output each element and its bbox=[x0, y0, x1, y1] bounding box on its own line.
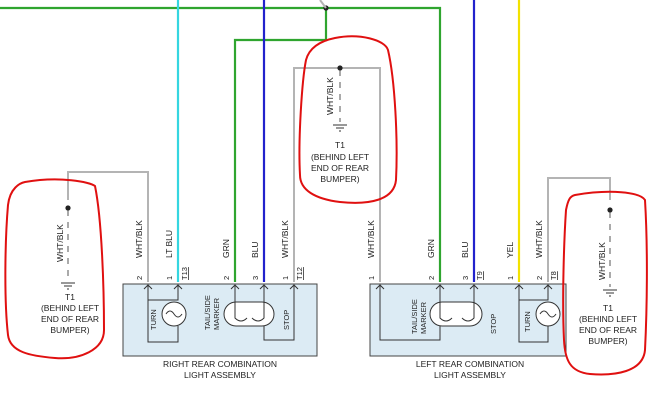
tail-stop-bulb-icon bbox=[223, 301, 275, 327]
svg-text:LT BLU: LT BLU bbox=[164, 230, 174, 258]
svg-text:TURN: TURN bbox=[149, 309, 158, 330]
green-wire-main bbox=[0, 6, 442, 282]
svg-text:LEFT REAR COMBINATION: LEFT REAR COMBINATION bbox=[416, 359, 524, 369]
svg-text:WHT/BLK: WHT/BLK bbox=[55, 224, 65, 262]
svg-text:END OF REAR: END OF REAR bbox=[41, 314, 99, 324]
svg-text:BUMPER): BUMPER) bbox=[588, 336, 627, 346]
wire-labels: WHT/BLK LT BLU GRN BLU WHT/BLK WHT/BLK G… bbox=[134, 220, 544, 258]
svg-text:END OF REAR: END OF REAR bbox=[579, 325, 637, 335]
wht-blk-right-wire bbox=[547, 177, 611, 282]
svg-text:2: 2 bbox=[535, 276, 544, 280]
ground-center: WHT/BLK T1 (BEHIND LEFT END OF REAR BUMP… bbox=[311, 65, 369, 184]
svg-text:1: 1 bbox=[281, 276, 290, 280]
svg-text:(BEHIND LEFT: (BEHIND LEFT bbox=[311, 152, 369, 162]
svg-text:BUMPER): BUMPER) bbox=[320, 174, 359, 184]
svg-text:MARKER: MARKER bbox=[419, 301, 428, 334]
left-rear-assembly: TAIL/SIDE MARKER STOP TURN LEFT REAR COM… bbox=[369, 283, 567, 380]
svg-text:WHT/BLK: WHT/BLK bbox=[534, 220, 544, 258]
svg-text:RIGHT REAR COMBINATION: RIGHT REAR COMBINATION bbox=[163, 359, 277, 369]
right-rear-assembly: TURN TAIL/SIDE MARKER STOP RIGHT REAR CO… bbox=[122, 283, 318, 380]
svg-text:T9: T9 bbox=[475, 271, 484, 280]
svg-text:T1: T1 bbox=[335, 140, 345, 150]
green-wire-right-branch bbox=[233, 8, 328, 282]
svg-text:1: 1 bbox=[367, 276, 376, 280]
svg-text:WHT/BLK: WHT/BLK bbox=[366, 220, 376, 258]
svg-text:BLU: BLU bbox=[460, 241, 470, 258]
svg-text:GRN: GRN bbox=[221, 239, 231, 258]
svg-text:END OF REAR: END OF REAR bbox=[311, 163, 369, 173]
svg-text:T1: T1 bbox=[603, 303, 613, 313]
svg-text:WHT/BLK: WHT/BLK bbox=[325, 77, 335, 115]
svg-text:TAIL/SIDE: TAIL/SIDE bbox=[203, 295, 212, 330]
svg-text:TURN: TURN bbox=[523, 311, 532, 332]
svg-text:LIGHT ASSEMBLY: LIGHT ASSEMBLY bbox=[434, 370, 506, 380]
wht-blk-left-wire bbox=[67, 171, 149, 282]
svg-text:1: 1 bbox=[165, 276, 174, 280]
top-wiring bbox=[0, 0, 611, 282]
svg-text:BLU: BLU bbox=[250, 241, 260, 258]
ground-right: WHT/BLK T1 (BEHIND LEFT END OF REAR BUMP… bbox=[579, 207, 637, 346]
svg-text:3: 3 bbox=[251, 276, 260, 280]
svg-text:2: 2 bbox=[135, 276, 144, 280]
svg-text:3: 3 bbox=[461, 276, 470, 280]
svg-text:1: 1 bbox=[506, 276, 515, 280]
svg-text:T1: T1 bbox=[65, 292, 75, 302]
svg-text:BUMPER): BUMPER) bbox=[50, 325, 89, 335]
svg-text:2: 2 bbox=[222, 276, 231, 280]
svg-text:2: 2 bbox=[427, 276, 436, 280]
svg-text:WHT/BLK: WHT/BLK bbox=[280, 220, 290, 258]
ground-left: WHT/BLK T1 (BEHIND LEFT END OF REAR BUMP… bbox=[41, 205, 99, 335]
svg-text:WHT/BLK: WHT/BLK bbox=[134, 220, 144, 258]
svg-text:GRN: GRN bbox=[426, 239, 436, 258]
svg-text:STOP: STOP bbox=[489, 314, 498, 334]
svg-text:(BEHIND LEFT: (BEHIND LEFT bbox=[579, 314, 637, 324]
svg-text:MARKER: MARKER bbox=[212, 297, 221, 330]
svg-text:T12: T12 bbox=[295, 267, 304, 280]
pin-labels: 2 1 T13 2 3 1 T12 1 2 3 T9 1 2 T8 bbox=[135, 267, 558, 280]
splice-stub bbox=[319, 0, 327, 9]
svg-text:(BEHIND LEFT: (BEHIND LEFT bbox=[41, 303, 99, 313]
svg-text:LIGHT ASSEMBLY: LIGHT ASSEMBLY bbox=[184, 370, 256, 380]
red-annotations bbox=[4, 35, 648, 376]
wht-blk-center-wire bbox=[293, 67, 381, 282]
svg-text:T8: T8 bbox=[549, 271, 558, 280]
svg-text:YEL: YEL bbox=[505, 242, 515, 258]
svg-text:TAIL/SIDE: TAIL/SIDE bbox=[410, 299, 419, 334]
svg-text:STOP: STOP bbox=[282, 310, 291, 330]
svg-text:T13: T13 bbox=[180, 267, 189, 280]
svg-text:WHT/BLK: WHT/BLK bbox=[597, 242, 607, 280]
